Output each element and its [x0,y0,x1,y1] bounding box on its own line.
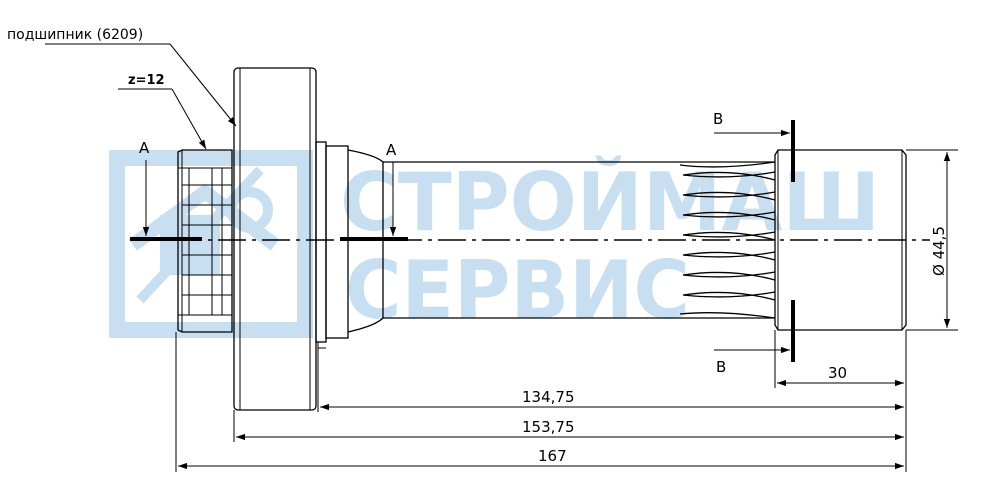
bearing-label: подшипник (6209) [7,27,143,43]
dimension-134-value: 134,75 [522,388,575,406]
watermark-logo-icon [109,150,313,338]
section-b-top-label: B [713,110,723,128]
dimension-134-75: 134,75 [317,352,904,412]
dimension-153-75: 153,75 [233,388,907,472]
dimension-153-value: 153,75 [522,418,575,436]
section-a-right-label: A [386,141,397,159]
helical-splines [679,161,776,319]
callout-teeth: z=12 [118,73,207,150]
watermark-line-1: СТРОЙМАШ [340,155,880,249]
shaft-drawing [130,67,930,411]
section-b-bottom-label: B [716,358,726,376]
watermark-line-2: СЕРВИС [345,244,690,337]
section-b-b: B B [713,110,795,376]
dimension-diameter: Ø 44,5 [906,149,958,331]
dimension-30: 30 [774,330,907,388]
section-a-left-label: A [139,139,150,157]
dimension-167-value: 167 [538,447,567,465]
watermark: СТРОЙМАШ СЕРВИС [109,150,880,338]
main-shaft [383,161,775,319]
diameter-value: Ø 44,5 [930,226,948,276]
teeth-count-label: z=12 [128,73,165,88]
dimension-167: 167 [175,332,904,472]
section-a-a: A A [130,139,408,241]
dimension-30-value: 30 [828,364,847,382]
callout-bearing: подшипник (6209) [7,27,237,127]
pinion-gear [177,149,233,333]
